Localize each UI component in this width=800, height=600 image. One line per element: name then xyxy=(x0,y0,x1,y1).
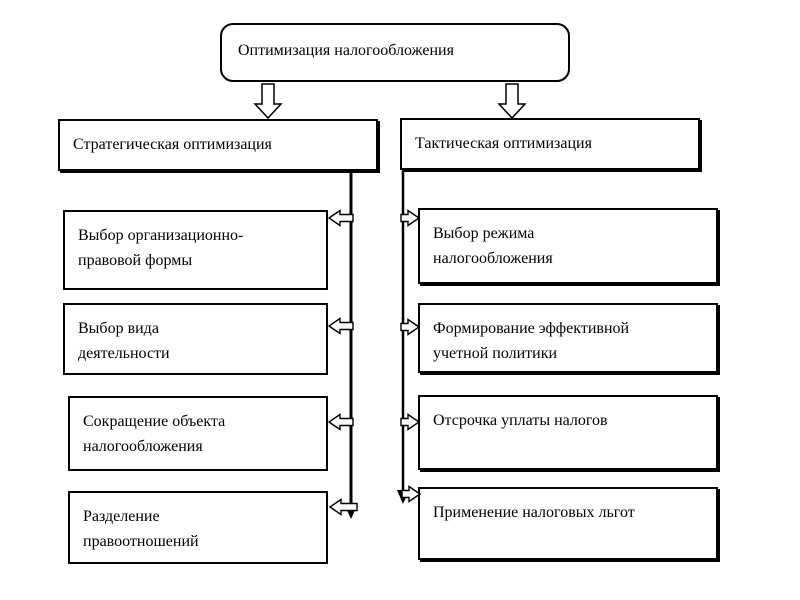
box-text-line: Формирование эффективной xyxy=(433,320,630,337)
box-text-line: правовой формы xyxy=(78,252,193,269)
box-text-line: налогообложения xyxy=(83,438,203,455)
arrow-into-activity-type-icon xyxy=(327,317,354,335)
box-text-line: правоотношений xyxy=(83,533,199,550)
box-org-legal-form: Выбор организационно- правовой формы xyxy=(63,210,328,290)
box-text-line: Выбор вида xyxy=(78,320,159,337)
tactical-header-box: Тактическая оптимизация xyxy=(400,118,700,170)
arrow-into-tax-regime-icon xyxy=(400,209,421,227)
strategic-header-label: Стратегическая оптимизация xyxy=(73,136,272,153)
box-text-line: налогообложения xyxy=(433,250,553,267)
tactical-branch-arrowhead-icon xyxy=(397,490,409,504)
down-block-arrow-to-strategic-icon xyxy=(253,83,283,120)
arrow-into-legal-relations-icon xyxy=(328,498,358,516)
arrow-into-accounting-policy-icon xyxy=(400,318,421,336)
arrow-into-org-legal-form-icon xyxy=(327,209,354,227)
box-tax-payment-deferral: Отсрочка уплаты налогов xyxy=(418,395,718,470)
root-label: Оптимизация налогообложения xyxy=(238,42,454,59)
box-text-line: Разделение xyxy=(83,508,160,525)
box-text-line: учетной политики xyxy=(433,345,558,362)
box-text-line: Выбор режима xyxy=(433,225,535,242)
box-taxable-object-reduction: Сокращение объекта налогообложения xyxy=(68,396,328,471)
tactical-header-label: Тактическая оптимизация xyxy=(415,135,592,152)
box-tax-benefits: Применение налоговых льгот xyxy=(418,487,718,560)
box-activity-type: Выбор вида деятельности xyxy=(63,303,328,375)
down-block-arrow-to-tactical-icon xyxy=(497,83,527,120)
strategic-header-box: Стратегическая оптимизация xyxy=(58,119,378,171)
box-text-line: Сокращение объекта xyxy=(83,413,226,430)
arrow-into-taxable-object-icon xyxy=(327,413,354,431)
box-text-line: Применение налоговых льгот xyxy=(433,504,635,521)
box-tax-regime-choice: Выбор режима налогообложения xyxy=(418,208,718,284)
box-legal-relations-division: Разделение правоотношений xyxy=(68,491,328,564)
strategic-branch-arrowhead-icon xyxy=(345,506,357,519)
root-box: Оптимизация налогообложения xyxy=(220,23,570,82)
box-accounting-policy: Формирование эффективной учетной политик… xyxy=(418,303,718,373)
arrow-into-payment-deferral-icon xyxy=(400,413,421,431)
box-text-line: Отсрочка уплаты налогов xyxy=(433,412,608,429)
box-text-line: деятельности xyxy=(78,345,170,362)
box-text-line: Выбор организационно- xyxy=(78,227,244,244)
